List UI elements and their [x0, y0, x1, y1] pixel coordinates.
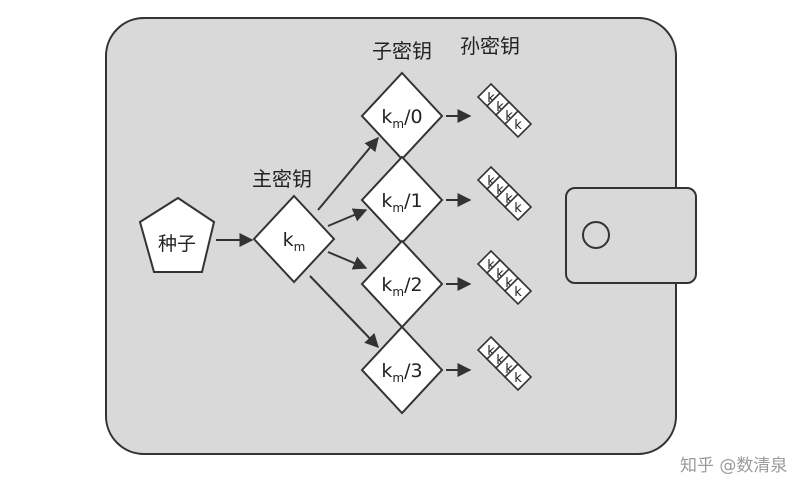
master-key-base: k	[283, 229, 294, 251]
child-keys-label: 子密钥	[372, 39, 432, 63]
wallet-clasp-button-icon	[582, 221, 610, 249]
wallet-clasp	[565, 187, 697, 284]
grandchild-key-label: k	[514, 371, 522, 386]
child-key-node-3: km/3	[360, 325, 444, 415]
master-key-node	[252, 194, 336, 284]
master-to-child-3-arrow	[309, 275, 379, 349]
grandchild-key-2-3: k	[503, 276, 533, 306]
child-key-1-label: km/1	[381, 190, 422, 215]
grandchild-key-label: k	[496, 183, 504, 198]
grandchild-key-3-3: k	[503, 362, 533, 392]
grandchild-key-label: k	[505, 192, 513, 207]
child-key-node-0: km/0	[360, 71, 444, 161]
grandchild-key-label: k	[496, 100, 504, 115]
seed-node	[138, 196, 216, 273]
master-to-child-0-arrow	[317, 136, 379, 211]
grandchild-key-label: k	[505, 362, 513, 377]
master-key-sub: m	[294, 240, 306, 254]
grandchild-key-label: k	[514, 201, 522, 216]
child-key-0-label: km/0	[381, 106, 422, 131]
child-key-3-label: km/3	[381, 360, 422, 385]
master-key-label-text: km	[283, 229, 306, 254]
child-key-node-2: km/2	[360, 239, 444, 329]
master-to-child-2-arrow	[327, 251, 368, 270]
grandchild-key-label: k	[487, 174, 495, 189]
grandchild-keys-label: 孙密钥	[460, 34, 520, 58]
grandchild-key-label: k	[505, 109, 513, 124]
grandchild-key-label: k	[487, 91, 495, 106]
grandchild-key-label: k	[514, 118, 522, 133]
master-to-child-1-arrow	[327, 208, 368, 227]
grandchild-key-1-3: k	[503, 192, 533, 222]
watermark: 知乎 @数清泉	[680, 456, 787, 475]
master-key-label: 主密钥	[252, 167, 312, 191]
grandchild-key-label: k	[505, 276, 513, 291]
grandchild-key-label: k	[487, 258, 495, 273]
seed-label: 种子	[158, 233, 196, 255]
child-key-2-label: km/2	[381, 274, 422, 299]
grandchild-key-label: k	[487, 344, 495, 359]
grandchild-key-label: k	[514, 285, 522, 300]
grandchild-key-label: k	[496, 267, 504, 282]
grandchild-key-label: k	[496, 353, 504, 368]
grandchild-key-0-3: k	[503, 109, 533, 139]
